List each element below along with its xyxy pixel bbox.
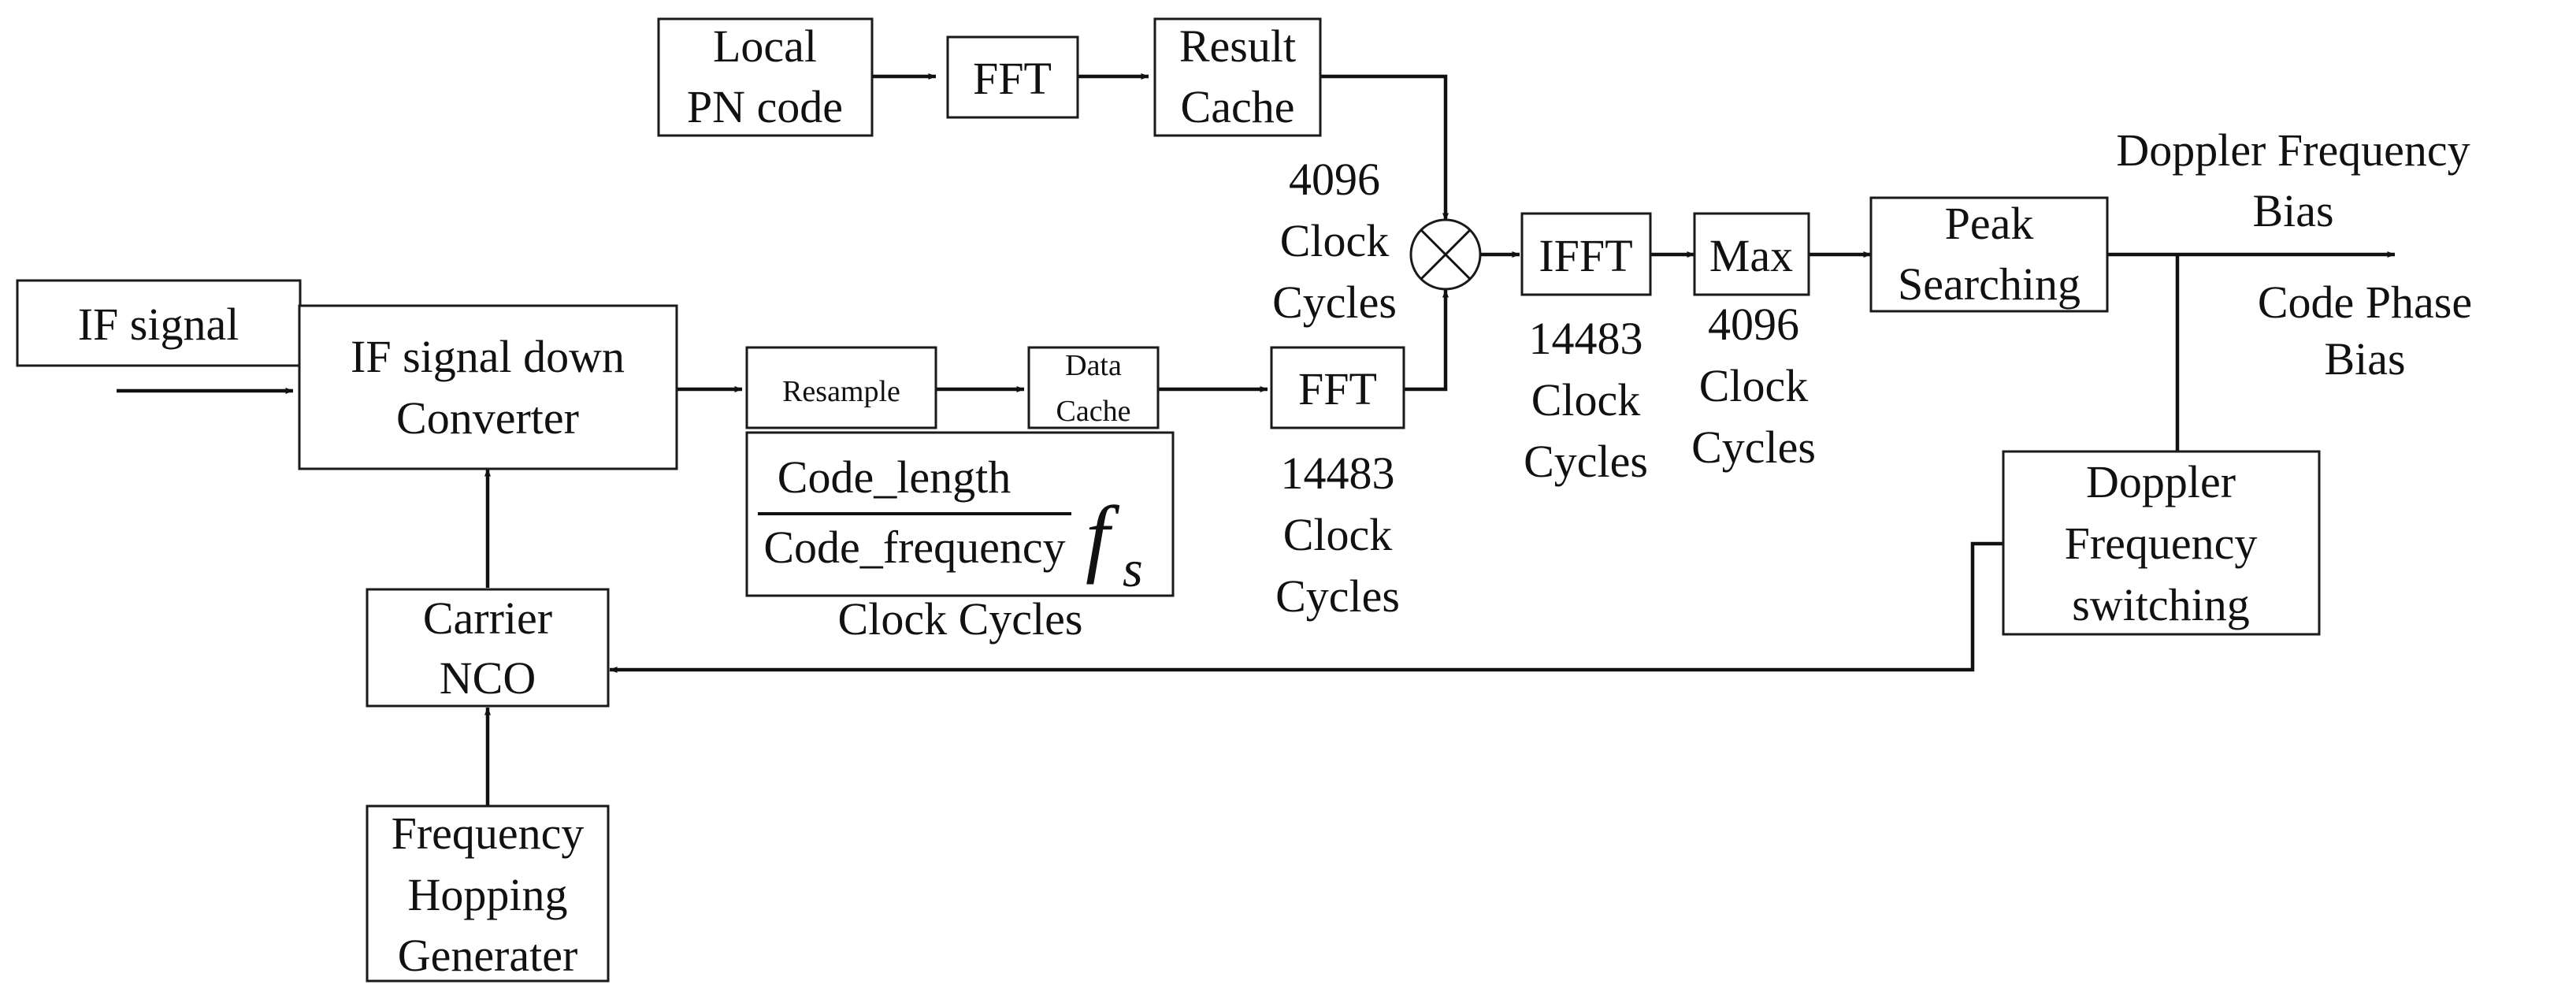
result-cache-block: Result Cache <box>1153 17 1322 137</box>
ifft-label: IFFT <box>1539 230 1632 281</box>
if-signal-block: IF signal <box>16 279 302 367</box>
resample-label: Resample <box>782 375 900 408</box>
peak-searching-line2: Searching <box>1898 258 2080 310</box>
result-cache-line2: Cache <box>1181 81 1295 132</box>
ifft-cycles-annotation: 14483 Clock Cycles <box>1524 313 1648 487</box>
multiplier-cycles-line3: Cycles <box>1272 277 1397 328</box>
local-pn-code-block: Local PN code <box>657 17 874 137</box>
doppler-switching-line2: Frequency <box>2065 518 2258 569</box>
max-block: Max <box>1693 212 1810 296</box>
max-cycles-line3: Cycles <box>1691 422 1816 473</box>
multiplier-icon <box>1409 218 1482 291</box>
wire-fft-to-multiplier <box>1404 289 1449 392</box>
carrier-nco-block: Carrier NCO <box>366 588 610 708</box>
multiplier-cycles-annotation: 4096 Clock Cycles <box>1272 154 1397 328</box>
code-phase-bias-line1: Code Phase <box>2258 277 2472 328</box>
if-signal-label: IF signal <box>78 299 239 350</box>
code-phase-bias-line2: Bias <box>2324 333 2405 385</box>
max-cycles-line2: Clock <box>1699 360 1809 411</box>
if-down-converter-block: IF signal down Converter <box>298 304 678 470</box>
data-cache-block: Data Cache <box>1027 346 1160 429</box>
fft-bottom-label: FFT <box>1298 363 1377 414</box>
local-pn-code-line2: PN code <box>687 81 843 132</box>
carrier-nco-line2: NCO <box>440 652 536 704</box>
doppler-bias-line2: Bias <box>2252 185 2333 236</box>
doppler-switching-line3: switching <box>2072 579 2250 630</box>
hopping-line1: Frequency <box>392 808 585 859</box>
ifft-cycles-line3: Cycles <box>1524 436 1648 487</box>
code-phase-bias-output: Code Phase Bias <box>2258 277 2472 385</box>
formula-caption: Clock Cycles <box>838 593 1083 645</box>
ifft-block: IFFT <box>1520 212 1652 296</box>
if-down-converter-line2: Converter <box>396 392 579 444</box>
doppler-bias-output: Doppler Frequency Bias <box>2116 124 2470 236</box>
peak-searching-block: Peak Searching <box>1869 196 2109 313</box>
frequency-hopping-generater-block: Frequency Hopping Generater <box>366 804 610 983</box>
fft-cycles-line1: 14483 <box>1281 448 1395 499</box>
if-down-converter-line1: IF signal down <box>351 331 625 382</box>
fft-cycles-annotation: 14483 Clock Cycles <box>1275 448 1400 622</box>
peak-searching-line1: Peak <box>1945 198 2034 249</box>
max-label: Max <box>1709 230 1793 281</box>
fft-cycles-line3: Cycles <box>1275 570 1400 622</box>
doppler-switching-block: Doppler Frequency switching <box>2002 450 2321 636</box>
multiplier-cycles-line1: 4096 <box>1289 154 1380 205</box>
local-pn-code-line1: Local <box>713 20 817 72</box>
fft-cycles-line2: Clock <box>1283 509 1393 560</box>
formula-subscript: s <box>1123 541 1143 598</box>
fft-bottom-block: FFT <box>1270 346 1405 429</box>
fft-top-label: FFT <box>973 53 1052 104</box>
hopping-line2: Hopping <box>408 869 568 920</box>
formula-numerator: Code_length <box>778 451 1011 503</box>
hopping-line3: Generater <box>398 930 578 981</box>
carrier-nco-line1: Carrier <box>423 593 552 644</box>
max-cycles-annotation: 4096 Clock Cycles <box>1691 299 1816 473</box>
data-cache-line1: Data <box>1065 349 1122 382</box>
clock-cycles-formula: Code_length Code_frequency f s <box>745 431 1175 598</box>
resample-block: Resample <box>745 346 937 429</box>
doppler-switching-line1: Doppler <box>2086 456 2236 507</box>
formula-denominator: Code_frequency <box>763 522 1065 573</box>
connection-lines <box>117 73 2396 806</box>
max-cycles-line1: 4096 <box>1708 299 1799 350</box>
ifft-cycles-line2: Clock <box>1531 374 1641 425</box>
fft-top-block: FFT <box>946 35 1079 119</box>
wire-result-cache-to-multiplier <box>1320 74 1449 221</box>
data-cache-line2: Cache <box>1056 395 1131 428</box>
result-cache-line1: Result <box>1179 20 1296 72</box>
ifft-cycles-line1: 14483 <box>1529 313 1643 364</box>
wire-doppler-to-carrier-nco <box>609 541 2003 673</box>
multiplier-cycles-line2: Clock <box>1280 215 1390 266</box>
doppler-bias-line1: Doppler Frequency <box>2116 124 2470 176</box>
